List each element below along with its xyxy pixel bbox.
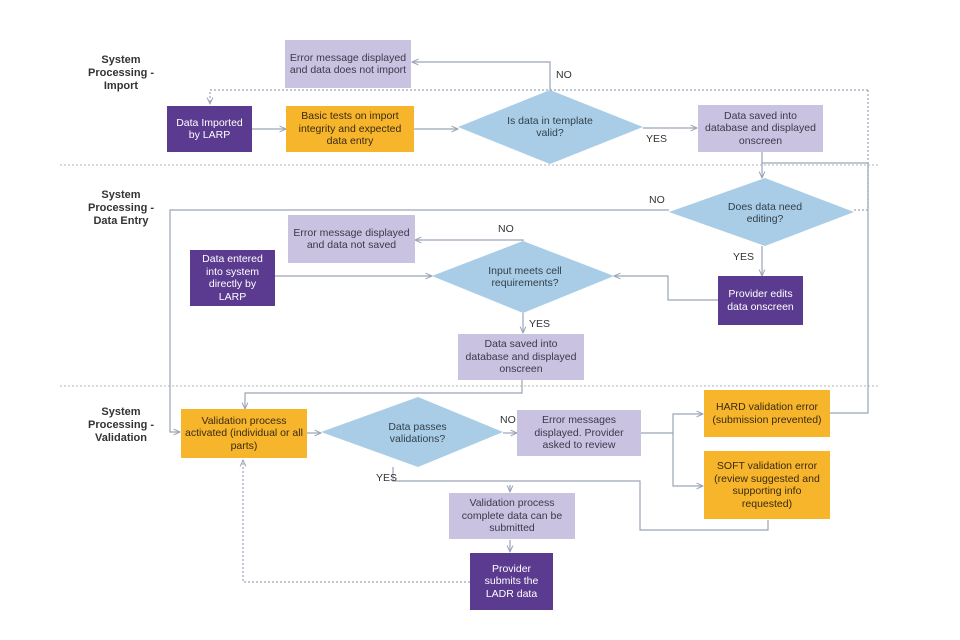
- node-import-error: Error message displayed and data does no…: [285, 40, 411, 88]
- decision-need-editing: [669, 178, 854, 246]
- edge-label-cell-no: NO: [498, 223, 514, 235]
- node-import-saved: Data saved into database and displayed o…: [698, 105, 823, 152]
- node-provider-submits: Provider submits the LADR data: [470, 553, 553, 610]
- node-provider-edits: Provider edits data onscreen: [718, 276, 803, 325]
- edge-label-template-yes: YES: [646, 133, 668, 145]
- connector: [169, 209, 669, 432]
- decision-cell-requirements: [432, 241, 614, 313]
- node-soft-error: SOFT validation error (review suggested …: [704, 451, 830, 519]
- connector: [412, 62, 551, 90]
- edge-label-validation-yes: YES: [376, 472, 398, 484]
- node-template-valid: Is data in template valid?: [507, 114, 593, 140]
- decision-passes-validations: [321, 397, 503, 467]
- connector: [614, 276, 718, 301]
- node-entry-saved: Data saved into database and displayed o…: [458, 334, 584, 380]
- node-need-editing: Does data need editing?: [727, 200, 803, 226]
- connector: [210, 89, 868, 104]
- connector: [761, 152, 869, 414]
- lane-label-validation: System Processing - Validation: [87, 406, 155, 444]
- lane-label-data-entry: System Processing - Data Entry: [87, 189, 155, 227]
- connector: [392, 467, 769, 531]
- edge-label-validation-no: NO: [500, 414, 516, 426]
- node-error-messages: Error messages displayed. Provider asked…: [517, 410, 641, 456]
- connector: [854, 90, 869, 211]
- node-validation-activated: Validation process activated (individual…: [181, 409, 307, 458]
- node-hard-error: HARD validation error (submission preven…: [704, 390, 830, 437]
- node-entry-error: Error message displayed and data not sav…: [288, 215, 415, 263]
- decision-template-valid: [458, 90, 643, 164]
- edge-label-editing-yes: YES: [733, 251, 755, 263]
- node-validation-complete: Validation process complete data can be …: [449, 493, 575, 539]
- node-data-entered: Data entered into system directly by LAR…: [190, 250, 275, 306]
- node-cell-requirements: Input meets cell requirements?: [488, 264, 562, 290]
- node-passes-validations: Data passes validations?: [388, 420, 447, 446]
- connector: [245, 380, 523, 409]
- connector: [672, 433, 703, 486]
- edge-label-cell-yes: YES: [529, 318, 551, 330]
- connector: [640, 414, 703, 434]
- edge-label-editing-no: NO: [649, 194, 665, 206]
- lane-label-import: System Processing - Import: [87, 54, 155, 92]
- connector: [243, 460, 470, 583]
- node-data-imported: Data Imported by LARP: [167, 106, 252, 152]
- node-basic-tests: Basic tests on import integrity and expe…: [286, 106, 414, 152]
- connector: [415, 240, 524, 241]
- edge-label-template-no: NO: [556, 69, 572, 81]
